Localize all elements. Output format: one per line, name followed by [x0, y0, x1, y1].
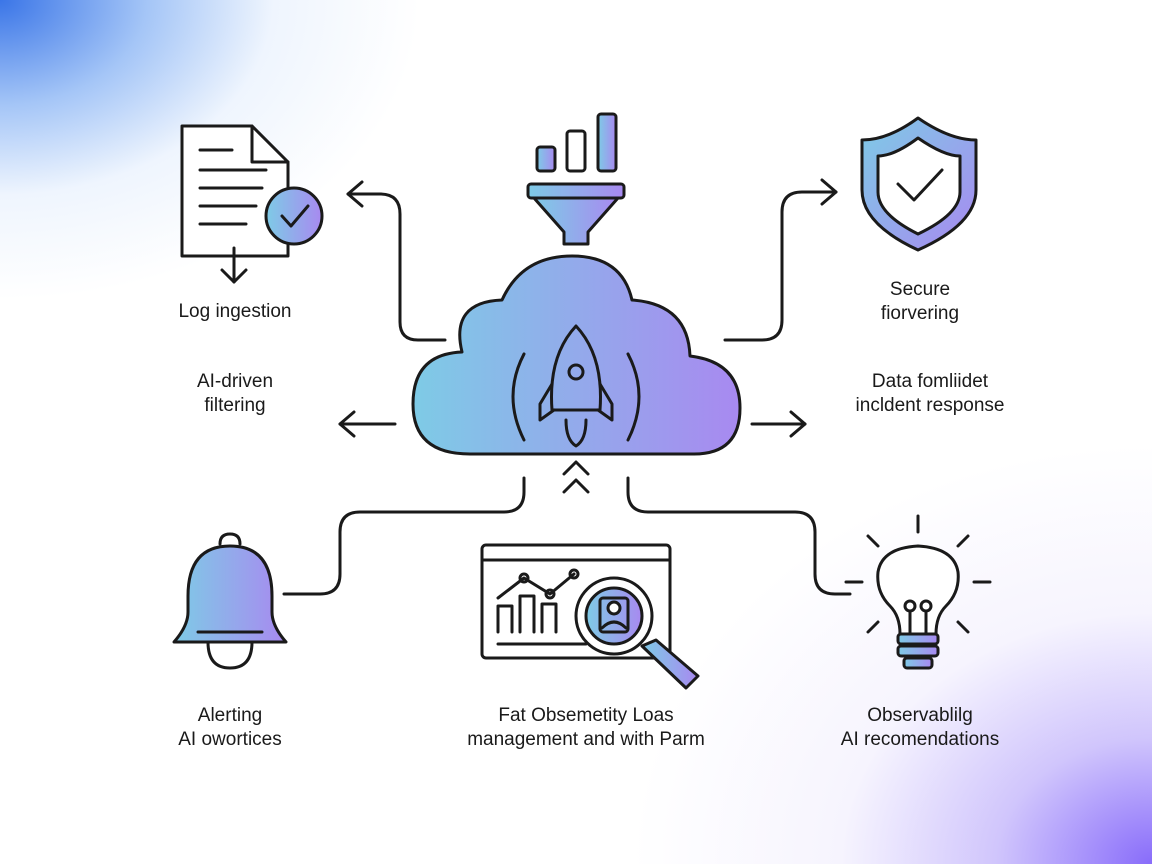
connector-bottom-left: [282, 476, 526, 596]
lightbulb-icon: [844, 514, 992, 670]
label-ai-filtering: AI-driven filtering: [196, 371, 274, 416]
shield-check-icon: [860, 116, 978, 252]
double-chevron-up-icon: [562, 460, 590, 494]
label-alerting: Alerting AI owortices: [178, 705, 282, 750]
label-incident-response: Data fomliidet incldent response: [855, 371, 1005, 416]
dashboard-magnifier-icon: [480, 543, 700, 690]
label-log-ingestion: Log ingestion: [178, 301, 292, 322]
label-observability: Observablilg AI recomendations: [840, 705, 1000, 750]
label-secure-forwarding: Secure fiorvering: [880, 279, 960, 324]
bell-icon: [172, 532, 288, 670]
document-check-icon: [180, 124, 324, 284]
connector-right: [750, 410, 807, 438]
connector-top-left: [346, 180, 447, 342]
funnel-bar-chart-icon: [526, 112, 626, 246]
connector-bottom-right: [626, 476, 852, 596]
connector-top-right: [723, 178, 838, 342]
cloud-rocket-icon: [411, 254, 742, 456]
connector-left: [338, 410, 397, 438]
label-log-management: Fat Obsemetity Loas management and with …: [467, 705, 705, 750]
